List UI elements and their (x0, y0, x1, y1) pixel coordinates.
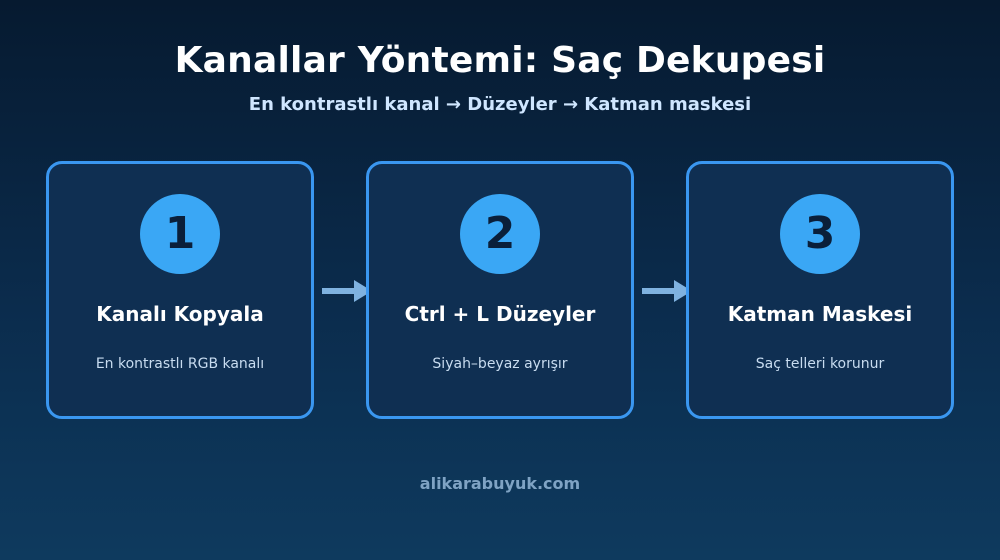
step-card-3: 3 Katman Maskesi Saç telleri korunur (686, 161, 954, 419)
step-description: Saç telleri korunur (755, 356, 885, 372)
step-number-badge: 2 (460, 194, 540, 274)
step-description: Siyah–beyaz ayrışır (432, 356, 568, 372)
step-description: En kontrastlı RGB kanalı (95, 356, 265, 372)
footer-link[interactable]: alikarabuyuk.com (419, 474, 581, 493)
step-number-badge: 3 (780, 194, 860, 274)
step-card-2: 2 Ctrl + L Düzeyler Siyah–beyaz ayrışır (366, 161, 634, 419)
page-title: Kanallar Yöntemi: Saç Dekupesi (174, 40, 826, 81)
arrow-right-icon (642, 280, 692, 302)
page-subtitle: En kontrastlı kanal → Düzeyler → Katman … (248, 94, 752, 115)
step-card-1: 1 Kanalı Kopyala En kontrastlı RGB kanal… (46, 161, 314, 419)
step-title: Kanalı Kopyala (96, 302, 264, 326)
arrow-right-icon (322, 280, 372, 302)
step-title: Katman Maskesi (727, 302, 913, 326)
step-title: Ctrl + L Düzeyler (404, 302, 596, 326)
step-number-badge: 1 (140, 194, 220, 274)
